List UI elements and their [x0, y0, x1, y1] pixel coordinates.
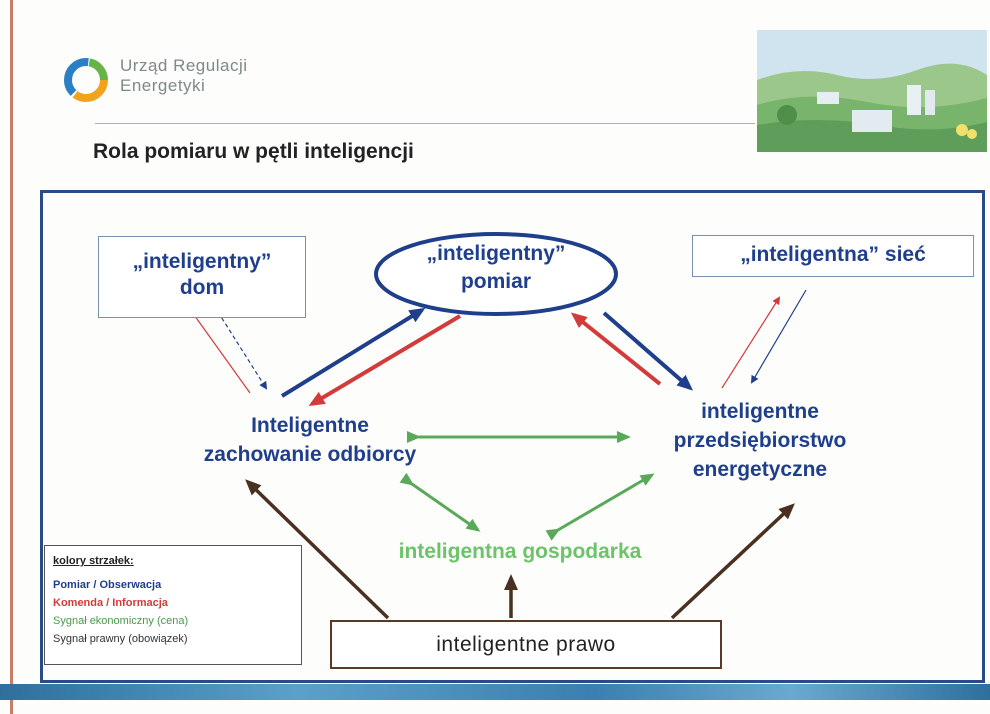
siec-command-arrow: [721, 296, 781, 389]
left-rule: [10, 0, 13, 714]
odbiorca-line-2: zachowanie odbiorcy: [203, 443, 417, 466]
dom-line-1: „inteligentny”: [132, 250, 272, 273]
dom-command-arrow: [191, 311, 251, 394]
legend-item-legal: Sygnał prawny (obowiązek): [53, 633, 188, 645]
dom-measure-arrow: [217, 311, 268, 390]
node-zachowanie-odbiorcy: Inteligentne zachowanie odbiorcy: [150, 411, 470, 469]
diagram-frame: [40, 190, 985, 683]
arrow-color-legend: kolory strzałek: Pomiar / Obserwacja Kom…: [44, 545, 302, 665]
node-inteligentny-dom: „inteligentny” dom: [98, 236, 306, 318]
pomiar-to-odbiorca-arrow: [308, 314, 462, 407]
przeds-gosp-economic-arrow: [545, 473, 655, 541]
node-inteligentna-siec: „inteligentna” sieć: [692, 235, 974, 277]
logo-line-2: Energetyki: [120, 76, 206, 95]
node-inteligentny-pomiar: „inteligentny” pomiar: [378, 240, 614, 296]
dom-line-2: dom: [179, 276, 225, 299]
node-inteligentne-prawo: inteligentne prawo: [330, 620, 722, 669]
node-inteligentna-gospodarka: inteligentna gospodarka: [398, 540, 642, 563]
przeds-line-2: przedsiębiorstwo: [673, 429, 847, 452]
bottom-banner: [0, 684, 990, 700]
prawo-to-odbiorca-arrow: [245, 479, 390, 620]
pomiar-to-przeds-arrow: [602, 311, 694, 391]
slide-title: Rola pomiaru w pętli inteligencji: [93, 140, 414, 163]
przeds-to-pomiar-arrow: [570, 312, 662, 386]
pomiar-line-2: pomiar: [460, 270, 531, 293]
legend-item-command: Komenda / Informacja: [53, 597, 168, 609]
pomiar-ellipse: [374, 232, 618, 316]
header-divider: [95, 123, 755, 124]
odbiorca-to-pomiar-arrow: [280, 307, 426, 398]
siec-measure-arrow: [750, 289, 807, 384]
ure-logo-icon: [64, 58, 108, 102]
prawo-to-przeds-arrow: [670, 503, 795, 620]
legend-heading: kolory strzałek:: [53, 555, 134, 567]
przeds-line-1: inteligentne: [701, 400, 819, 423]
przeds-line-3: energetyczne: [692, 458, 828, 481]
logo-text: Urząd Regulacji Energetyki: [120, 56, 248, 96]
legend-item-measurement: Pomiar / Obserwacja: [53, 579, 162, 591]
odbiorca-gosp-economic-arrow: [399, 472, 481, 532]
node-przedsiebiorstwo-energetyczne: inteligentne przedsiębiorstwo energetycz…: [630, 397, 890, 484]
header-landscape-image: [757, 30, 987, 152]
logo-line-1: Urząd Regulacji: [120, 56, 248, 75]
pomiar-line-1: „inteligentny”: [426, 242, 566, 265]
legend-item-economic: Sygnał ekonomiczny (cena): [53, 615, 189, 627]
odbiorca-line-1: Inteligentne: [251, 414, 369, 437]
